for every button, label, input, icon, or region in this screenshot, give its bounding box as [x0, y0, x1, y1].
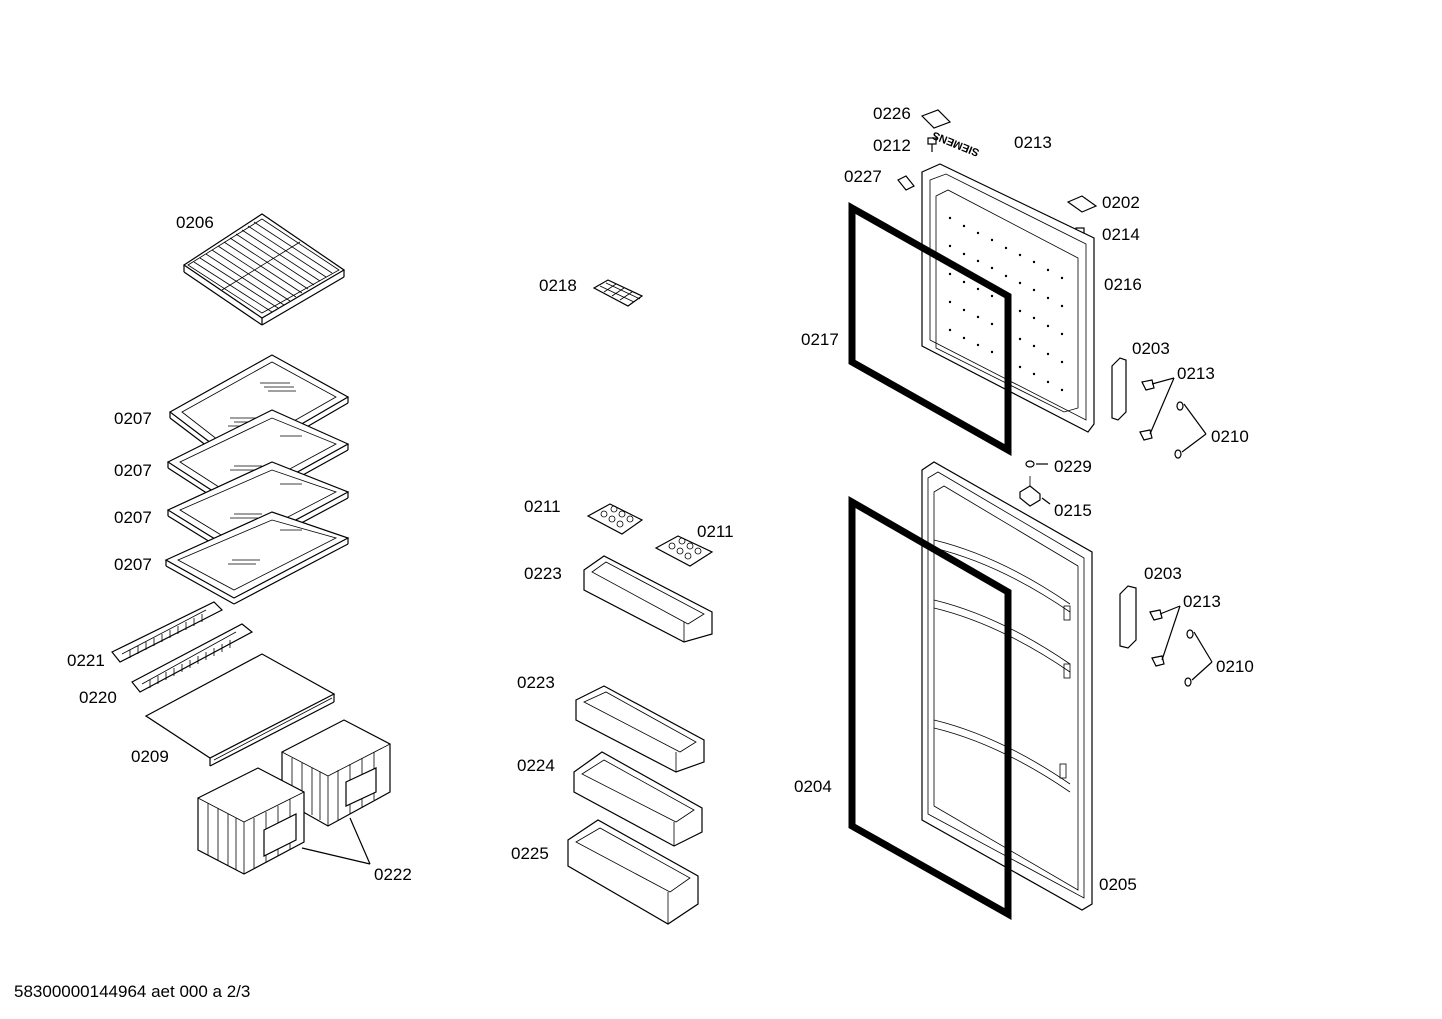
label-0207-c: 0207: [114, 508, 152, 527]
label-0211-a: 0211: [524, 497, 561, 516]
crisper-drawer-0222-front: [197, 767, 305, 875]
hinge-cover-0202: [1066, 195, 1098, 213]
caps-0210-upper: [1174, 401, 1207, 459]
label-0213-c: 0213: [1183, 592, 1221, 611]
hinge-0215: [1019, 476, 1051, 507]
label-0214: 0214: [1102, 225, 1140, 244]
label-0218: 0218: [539, 276, 577, 295]
fridge-gasket-0204: [848, 495, 1012, 920]
label-0220: 0220: [79, 688, 117, 707]
label-0206: 0206: [176, 213, 214, 232]
label-0210-b: 0210: [1216, 657, 1254, 676]
label-0223-b: 0223: [517, 673, 555, 692]
label-0225: 0225: [511, 844, 549, 863]
caps-0210-lower: [1184, 629, 1213, 687]
label-0221: 0221: [67, 651, 105, 670]
label-0224: 0224: [517, 756, 555, 775]
document-id: 58300000144964 aet 000 a 2/3: [14, 982, 250, 1001]
label-0202: 0202: [1102, 193, 1140, 212]
label-0213-b: 0213: [1177, 364, 1215, 383]
pad-0227: [897, 175, 915, 191]
door-shelf-0225: [567, 819, 699, 925]
label-0226: 0226: [873, 104, 911, 123]
freezer-gasket-0217: [848, 202, 1012, 456]
label-0217: 0217: [801, 330, 839, 349]
label-0205: 0205: [1099, 875, 1137, 894]
ice-tray-0218: [592, 279, 644, 307]
label-0229: 0229: [1054, 457, 1092, 476]
vent-strip-0221: [111, 601, 224, 663]
label-0203-b: 0203: [1144, 564, 1182, 583]
egg-tray-0211-b: [654, 535, 714, 567]
label-0222: 0222: [374, 865, 412, 884]
label-0204: 0204: [794, 777, 832, 796]
hinge-part-0212: [927, 137, 937, 152]
door-shelf-0223-b: [575, 685, 705, 773]
hinge-cover-0226: [920, 109, 952, 129]
handle-0203-upper: [1111, 357, 1127, 421]
label-0207-a: 0207: [114, 409, 152, 428]
label-0210-a: 0210: [1211, 427, 1249, 446]
door-shelf-0223-a: [583, 555, 713, 643]
glass-shelf-0207-d: [164, 511, 350, 605]
label-0203-a: 0203: [1132, 339, 1170, 358]
label-0216: 0216: [1104, 275, 1142, 294]
leader-0222-b: [349, 817, 371, 865]
wire-rack-0206: [182, 213, 346, 326]
door-shelf-0224: [573, 751, 703, 847]
egg-tray-0211-a: [586, 503, 644, 535]
label-0227: 0227: [844, 167, 882, 186]
label-0209: 0209: [131, 747, 169, 766]
cap-0229: [1025, 460, 1048, 468]
label-0212: 0212: [873, 136, 911, 155]
brand-mark: SIEMENS: [931, 129, 981, 159]
label-0213-a: 0213: [1014, 133, 1052, 152]
label-0207-b: 0207: [114, 461, 152, 480]
vent-strip-0220: [131, 623, 254, 693]
crisper-cover-0209: [144, 653, 336, 767]
handle-0203-lower: [1119, 585, 1137, 649]
screws-0213-upper: [1139, 377, 1175, 441]
label-0223-a: 0223: [524, 564, 562, 583]
label-0211-b: 0211: [697, 522, 734, 541]
label-0207-d: 0207: [114, 555, 152, 574]
leader-0222-a: [301, 847, 371, 865]
screws-0213-lower: [1149, 605, 1181, 667]
label-0215: 0215: [1054, 501, 1092, 520]
crisper-drawer-0222-rear: [281, 719, 391, 827]
